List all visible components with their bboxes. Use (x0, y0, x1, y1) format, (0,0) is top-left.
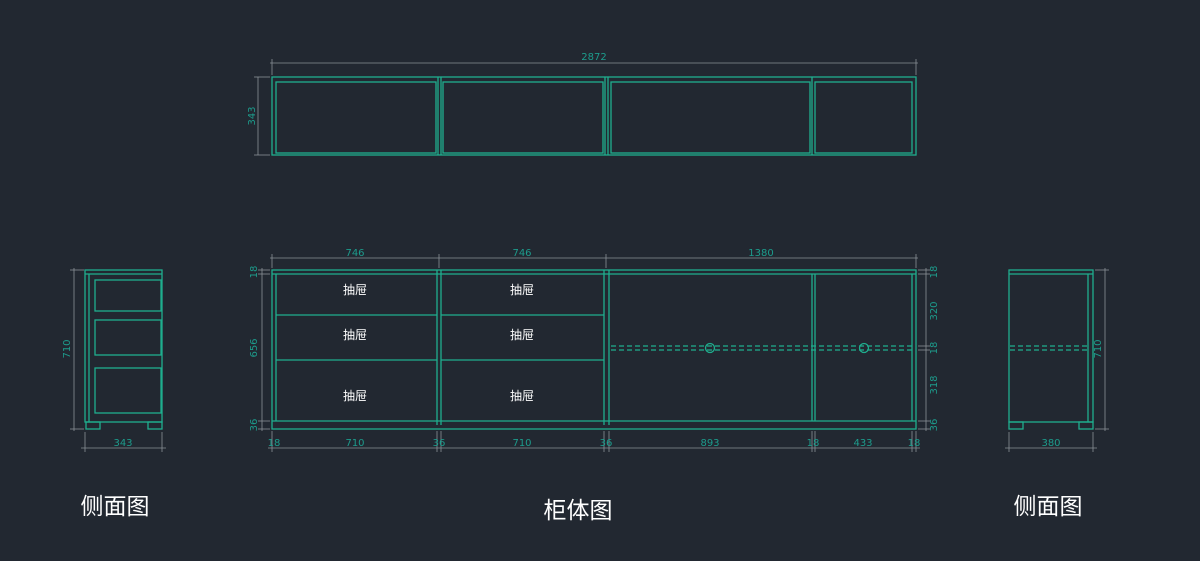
drawer-label: 抽屉 (510, 283, 534, 297)
foot (1008, 421, 1024, 430)
width-dimension: 36 (600, 438, 613, 449)
front-view-outline (271, 269, 917, 430)
width-dimension: 18 (268, 438, 281, 449)
height-dimension: 320 (929, 301, 940, 320)
top-view-outline (271, 76, 917, 156)
drawer-side (94, 319, 162, 356)
height-dimension: 18 (929, 342, 940, 355)
left-side-depth-dimension: 343 (113, 438, 132, 449)
width-dimension: 18 (807, 438, 820, 449)
top-view-bay-4 (814, 81, 913, 154)
right-side-height-dimension: 710 (1093, 339, 1104, 358)
top-depth-dimension: 343 (247, 106, 258, 125)
height-dimension: 18 (929, 266, 940, 279)
height-dimension: 36 (249, 419, 260, 432)
front-view: 抽屉 抽屉 抽屉 抽屉 抽屉 抽屉 746 746 1380 18 656 36 (249, 248, 940, 452)
drawer-label: 抽屉 (343, 283, 367, 297)
height-dimension: 656 (249, 338, 260, 357)
top-view: 2872 343 (247, 52, 918, 156)
top-view-bay-1 (275, 81, 437, 154)
right-side-outline (1008, 269, 1094, 423)
door-knob (858, 342, 870, 354)
drawer-side (94, 279, 162, 312)
height-dimension: 18 (249, 266, 260, 279)
drawer-label: 抽屉 (343, 389, 367, 403)
width-dimension: 18 (908, 438, 921, 449)
foot (147, 421, 163, 430)
drawer-label: 抽屉 (343, 328, 367, 342)
width-dimension: 36 (433, 438, 446, 449)
height-dimension: 318 (929, 375, 940, 394)
height-dimension: 36 (929, 419, 940, 432)
section-width-dimension: 746 (512, 248, 531, 259)
drawer-label: 抽屉 (510, 328, 534, 342)
width-dimension: 710 (345, 438, 364, 449)
left-side-view: 710 343 (62, 268, 166, 452)
section-width-dimension: 1380 (748, 248, 773, 259)
door-knob (704, 342, 716, 354)
left-side-outline (84, 269, 163, 423)
right-side-view: 710 380 (1005, 268, 1109, 452)
left-side-view-title: 侧面图 (81, 494, 150, 520)
drawer-side (94, 367, 162, 414)
right-side-depth-dimension: 380 (1041, 438, 1060, 449)
cabinet-view-title: 柜体图 (544, 498, 613, 524)
width-dimension: 433 (853, 438, 872, 449)
width-dimension: 893 (700, 438, 719, 449)
top-view-bay-2 (442, 81, 604, 154)
width-dimension: 710 (512, 438, 531, 449)
right-side-view-title: 侧面图 (1014, 494, 1083, 520)
section-width-dimension: 746 (345, 248, 364, 259)
overall-width-dimension: 2872 (581, 52, 606, 63)
top-view-bay-3 (610, 81, 811, 154)
left-side-height-dimension: 710 (62, 339, 73, 358)
drawer-label: 抽屉 (510, 389, 534, 403)
foot (85, 421, 101, 430)
foot (1078, 421, 1094, 430)
